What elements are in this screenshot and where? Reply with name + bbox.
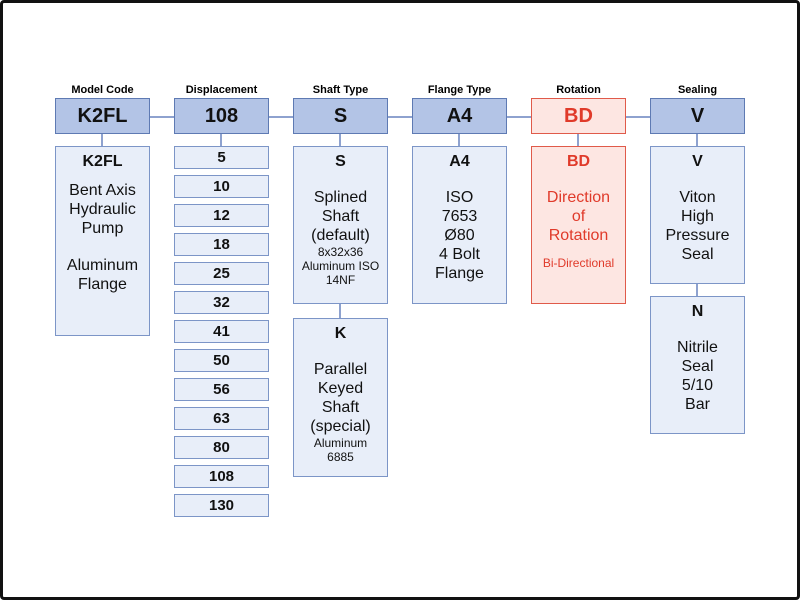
detail-line: Pressure	[665, 227, 730, 244]
connector-line	[388, 116, 412, 118]
detail-code: A4	[449, 153, 470, 170]
detail-code: N	[691, 303, 704, 320]
connector-line	[339, 134, 341, 146]
connector-line	[696, 284, 698, 296]
detail-line: High	[681, 208, 714, 225]
rotation-header: Rotation	[556, 84, 601, 96]
displacement-option: 25	[174, 262, 269, 285]
connector-line	[507, 116, 531, 118]
detail-line: Hydraulic	[69, 201, 136, 218]
detail-small: Aluminum ISO	[301, 259, 380, 273]
detail-line: 5/10	[681, 377, 714, 394]
sealing-option-v: V Viton High Pressure Seal	[650, 146, 745, 284]
detail-line: Shaft	[321, 399, 360, 416]
detail-small: 8x32x36	[317, 245, 364, 259]
detail-code: K2FL	[82, 153, 123, 170]
detail-line: Keyed	[317, 380, 364, 397]
connector-line	[269, 116, 293, 118]
displacement-option: 12	[174, 204, 269, 227]
connector-line	[696, 134, 698, 146]
detail-line: Aluminum	[66, 257, 139, 274]
detail-line: of	[571, 208, 586, 225]
displacement-option: 32	[174, 291, 269, 314]
displacement-option: 130	[174, 494, 269, 517]
detail-line: Flange	[78, 276, 127, 293]
detail-code: K	[334, 325, 347, 342]
detail-small: Bi-Directional	[542, 256, 615, 270]
detail-line: (special)	[310, 418, 371, 435]
detail-line: Pump	[81, 220, 124, 237]
model-code-box: K2FL	[55, 98, 150, 134]
detail-code: BD	[566, 153, 591, 170]
shaft-option-s: S Splined Shaft (default) 8x32x36 Alumin…	[293, 146, 388, 304]
displacement-option: 80	[174, 436, 269, 459]
connector-line	[626, 116, 650, 118]
detail-line: Seal	[681, 358, 714, 375]
detail-small: 6885	[327, 450, 354, 464]
displacement-option: 56	[174, 378, 269, 401]
detail-line: 7653	[441, 208, 478, 225]
connector-line	[150, 116, 174, 118]
detail-line: ISO	[445, 189, 474, 206]
detail-line: Rotation	[548, 227, 609, 244]
displacement-option: 10	[174, 175, 269, 198]
detail-line: Direction	[546, 189, 611, 206]
connector-line	[339, 304, 341, 318]
sealing-option-n: N Nitrile Seal 5/10 Bar	[650, 296, 745, 434]
detail-line: Seal	[681, 246, 714, 263]
detail-small: Aluminum	[313, 436, 368, 450]
displacement-box: 108	[174, 98, 269, 134]
displacement-option: 50	[174, 349, 269, 372]
detail-line: Ø80	[444, 227, 475, 244]
detail-small: 14NF	[325, 273, 356, 287]
connector-line	[577, 134, 579, 146]
detail-line: Nitrile	[677, 339, 718, 356]
flange-type-detail: A4 ISO 7653 Ø80 4 Bolt Flange	[412, 146, 507, 304]
detail-line: Parallel	[313, 361, 368, 378]
model-code-detail: K2FL Bent Axis Hydraulic Pump Aluminum F…	[55, 146, 150, 336]
shaft-type-box: S	[293, 98, 388, 134]
connector-line	[458, 134, 460, 146]
sealing-header: Sealing	[677, 84, 718, 96]
detail-line: Bar	[685, 396, 710, 413]
detail-code: S	[335, 153, 346, 170]
detail-line: Viton	[679, 189, 716, 206]
shaft-option-k: K Parallel Keyed Shaft (special) Aluminu…	[293, 318, 388, 477]
connector-line	[101, 134, 103, 146]
displacement-header: Displacement	[185, 84, 258, 96]
displacement-option: 5	[174, 146, 269, 169]
detail-line: 4 Bolt	[439, 246, 480, 263]
rotation-box: BD	[531, 98, 626, 134]
detail-line: Bent Axis	[69, 182, 136, 199]
detail-code: V	[692, 153, 703, 170]
detail-line: Splined	[313, 189, 368, 206]
detail-line: Flange	[435, 265, 484, 282]
displacement-option: 41	[174, 320, 269, 343]
model-code-header: Model Code	[71, 84, 134, 96]
sealing-box: V	[650, 98, 745, 134]
shaft-type-header: Shaft Type	[312, 84, 369, 96]
flange-type-header: Flange Type	[427, 84, 492, 96]
displacement-option: 63	[174, 407, 269, 430]
detail-line: (default)	[311, 227, 370, 244]
displacement-option: 108	[174, 465, 269, 488]
detail-line: Shaft	[321, 208, 360, 225]
flange-type-box: A4	[412, 98, 507, 134]
displacement-option: 18	[174, 233, 269, 256]
connector-line	[220, 134, 222, 146]
rotation-detail: BD Direction of Rotation Bi-Directional	[531, 146, 626, 304]
